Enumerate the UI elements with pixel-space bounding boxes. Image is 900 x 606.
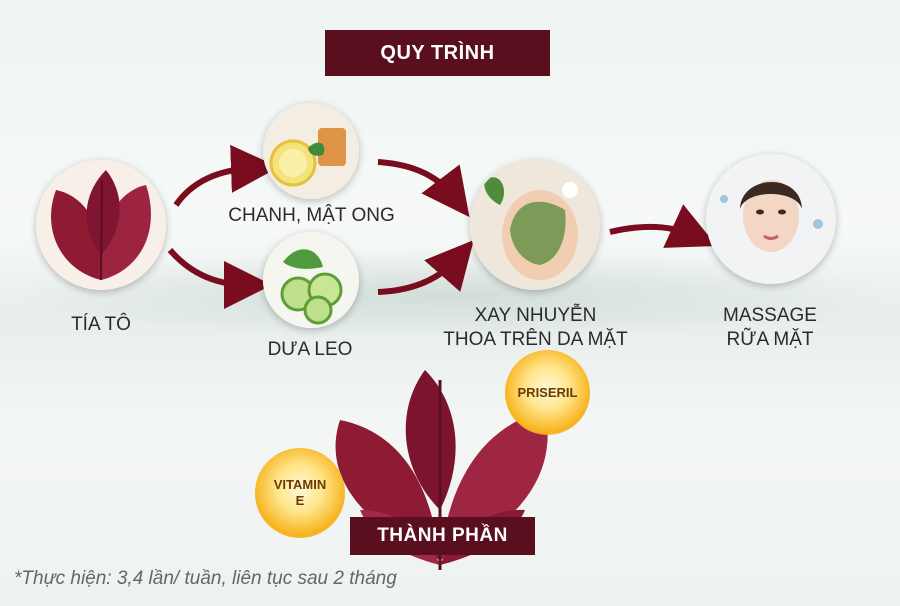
vitamin-label-line2: E bbox=[295, 493, 305, 508]
step-label-xay-nhuyen-line2: THOA TRÊN DA MẶT bbox=[443, 329, 628, 350]
cucumber-icon bbox=[263, 232, 359, 328]
ingredients-title-banner: THÀNH PHẦN bbox=[350, 517, 535, 555]
process-title: QUY TRÌNH bbox=[380, 41, 495, 64]
usage-note: *Thực hiện: 3,4 lần/ tuần, liên tục sau … bbox=[14, 568, 397, 589]
step-label-massage-line1: MASSAGE bbox=[723, 305, 817, 326]
xay-nhuyen-circle-image bbox=[470, 160, 600, 290]
arrow-xay-to-massage bbox=[609, 204, 717, 248]
step-label-tia-to: TÍA TÔ bbox=[71, 314, 131, 335]
priseril-label: PRISERIL bbox=[517, 384, 578, 400]
woman-face-icon bbox=[706, 154, 836, 284]
chanh-mat-ong-circle-image bbox=[263, 103, 359, 199]
priseril-badge: PRISERIL bbox=[505, 350, 590, 435]
step-label-xay-nhuyen-line1: XAY NHUYỄN bbox=[474, 305, 597, 326]
arrow-dualeo-to-xay bbox=[377, 239, 474, 295]
face-mask-icon bbox=[470, 160, 600, 290]
step-label-massage: MASSAGE RỮA MẶT bbox=[710, 304, 830, 352]
ingredients-title: THÀNH PHẦN bbox=[377, 525, 508, 546]
step-label-xay-nhuyen: XAY NHUYỄN THOA TRÊN DA MẶT bbox=[428, 304, 643, 352]
perilla-leaf-icon bbox=[36, 160, 166, 290]
arrow-to-chanh bbox=[173, 144, 279, 207]
tia-to-circle-image bbox=[36, 160, 166, 290]
lemon-honey-icon bbox=[263, 103, 359, 199]
step-label-chanh-mat-ong: CHANH, MẬT ONG bbox=[228, 205, 395, 226]
vitamin-e-badge: VITAMIN E bbox=[255, 448, 345, 538]
step-label-dua-leo: DƯA LEO bbox=[267, 339, 353, 360]
arrow-to-dualeo bbox=[167, 248, 272, 309]
step-label-massage-line2: RỮA MẶT bbox=[726, 329, 814, 350]
arrow-chanh-to-xay bbox=[377, 159, 470, 218]
dua-leo-circle-image bbox=[263, 232, 359, 328]
process-title-banner: QUY TRÌNH bbox=[325, 30, 550, 76]
vitamin-label-line1: VITAMIN bbox=[273, 477, 327, 492]
massage-circle-image bbox=[706, 154, 836, 284]
